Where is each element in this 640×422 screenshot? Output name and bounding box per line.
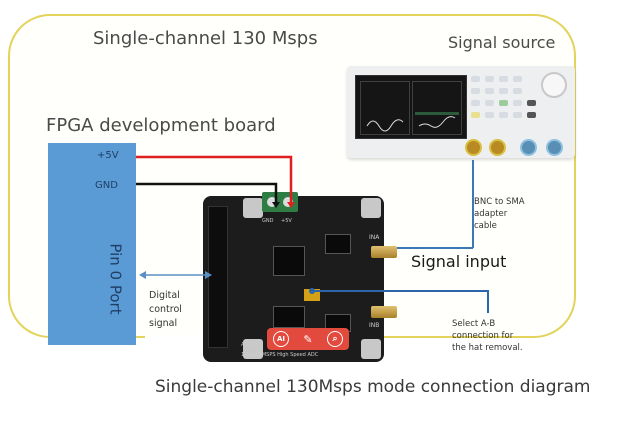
bnc-output-ch2 xyxy=(489,139,506,156)
signal-input-label: Signal input xyxy=(411,252,507,271)
terminal-screw-5v xyxy=(283,197,293,207)
pin-header xyxy=(208,206,228,348)
annotation-line: control xyxy=(149,304,182,315)
fpga-pin-5v: +5V xyxy=(97,150,119,161)
adc-board: GND +5V INA INB AI ✎ ⌕ AD9226 12bit 65MS… xyxy=(203,192,397,362)
sma-connector-a xyxy=(371,246,397,258)
board-silk-desc: 12bit 65MSPS High Speed ADC xyxy=(241,352,319,358)
signal-source-label: Signal source xyxy=(448,33,556,52)
annotation-line: BNC to SMA xyxy=(474,197,525,207)
screen-pane-ch2 xyxy=(412,81,462,135)
diagram-caption: Single-channel 130Msps mode connection d… xyxy=(155,377,591,397)
mount-hole xyxy=(243,198,263,218)
input-a-label: INA xyxy=(369,234,380,241)
input-b-label: INB xyxy=(369,322,380,329)
digital-control-annotation: Digital control signal xyxy=(149,289,182,331)
terminal-label-5v: +5V xyxy=(281,218,292,224)
signal-generator xyxy=(347,66,575,158)
diagram-title: Single-channel 130 Msps xyxy=(93,28,318,49)
annotation-line: adapter xyxy=(474,209,508,219)
fpga-port-label: Pin 0 Port xyxy=(106,243,125,315)
board-silk-model: AD9226 xyxy=(241,342,261,348)
generator-keypad xyxy=(471,74,541,136)
annotation-line: connection for xyxy=(452,331,514,341)
fpga-board-label: FPGA development board xyxy=(46,115,276,136)
mount-hole xyxy=(361,339,381,359)
generator-screen xyxy=(355,75,467,139)
power-terminal-block xyxy=(262,192,298,212)
adc-chip-a xyxy=(273,246,305,276)
search-icon[interactable]: ⌕ xyxy=(327,331,343,347)
ai-icon[interactable]: AI xyxy=(273,331,289,347)
bnc-output-ch1 xyxy=(465,139,482,156)
bnc-sma-annotation: BNC to SMA adapter cable xyxy=(474,196,525,232)
adc-chip-b xyxy=(273,306,305,328)
terminal-screw-gnd xyxy=(267,197,277,207)
annotation-line: Digital xyxy=(149,290,180,301)
bnc-sync-1 xyxy=(520,139,537,156)
select-ab-annotation: Select A-B connection for the hat remova… xyxy=(452,318,523,354)
mount-hole xyxy=(243,339,263,359)
fpga-pin-gnd: GND xyxy=(95,180,118,191)
amp-chip-a xyxy=(325,234,351,254)
generator-knob xyxy=(541,72,567,98)
waveform-ch2-icon xyxy=(415,112,459,128)
mount-hole xyxy=(361,198,381,218)
edit-icon[interactable]: ✎ xyxy=(303,332,313,346)
floating-toolbar[interactable]: AI ✎ ⌕ xyxy=(267,328,349,350)
annotation-line: Select A-B xyxy=(452,319,496,329)
ab-select-jumper xyxy=(304,289,320,301)
terminal-label-gnd: GND xyxy=(262,218,274,224)
waveform-ch1-icon xyxy=(366,119,404,132)
sma-connector-b xyxy=(371,306,397,318)
bnc-sync-2 xyxy=(546,139,563,156)
screen-pane-ch1 xyxy=(360,81,410,135)
annotation-line: the hat removal. xyxy=(452,343,523,353)
fpga-board-block xyxy=(48,143,136,345)
annotation-line: signal xyxy=(149,318,178,329)
annotation-line: cable xyxy=(474,221,497,231)
